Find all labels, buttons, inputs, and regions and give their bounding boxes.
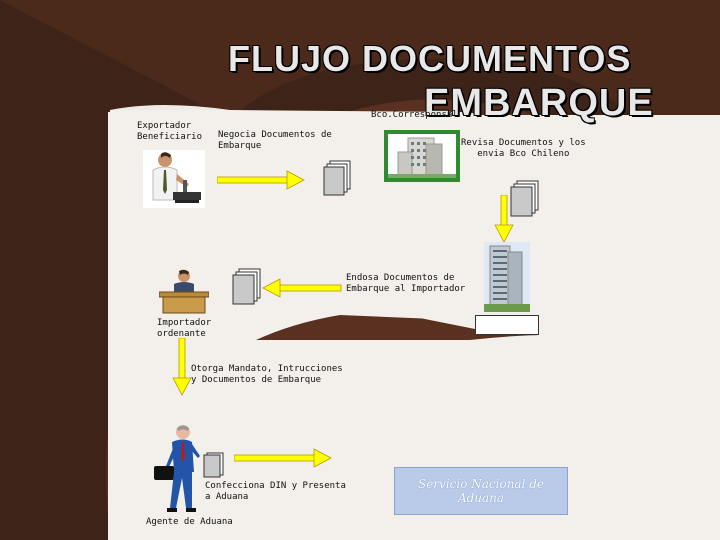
bank-building-icon-corresponsal <box>384 130 460 182</box>
otorga-label: Otorga Mandato, Intrucciones y Documento… <box>191 364 343 386</box>
title-line-2: EMBARQUE <box>424 82 654 125</box>
revisa-label: Revisa Documentos y los envia Bco Chilen… <box>461 138 586 160</box>
arrow-left-1 <box>262 278 342 298</box>
exportador-person-icon <box>143 150 205 208</box>
arrow-right-1 <box>217 170 305 190</box>
documents-stack-icon-3 <box>230 268 262 308</box>
endosa-label: Endosa Documentos de Embarque al Importa… <box>346 273 465 295</box>
documents-stack-icon-1 <box>322 160 352 198</box>
exportador-label: Exportador Beneficiario <box>137 121 202 143</box>
arrow-down-2 <box>172 338 192 396</box>
documents-stack-icon-4 <box>203 452 225 478</box>
bco-corresponsal-label: Bco.Corresponsal <box>371 110 458 121</box>
title-line-1: FLUJO DOCUMENTOS <box>228 38 631 80</box>
documents-stack-icon-2 <box>508 180 540 220</box>
importador-person-icon <box>159 268 209 314</box>
agente-label: Agente de Aduana <box>146 517 233 528</box>
blank-label-box <box>475 315 539 335</box>
servicio-nacional-aduana-label: Servicio Nacional de Aduana <box>418 477 544 505</box>
bank-building-icon-chileno <box>484 242 530 312</box>
confecciona-label: Confecciona DIN y Presenta a Aduana <box>205 481 346 503</box>
negocia-label: Negocia Documentos de Embarque <box>218 130 332 152</box>
servicio-nacional-aduana-box: Servicio Nacional de Aduana <box>394 467 568 515</box>
importador-label: Importador ordenante <box>157 318 211 340</box>
agente-aduana-person-icon <box>150 422 202 514</box>
arrow-right-2 <box>234 448 332 468</box>
